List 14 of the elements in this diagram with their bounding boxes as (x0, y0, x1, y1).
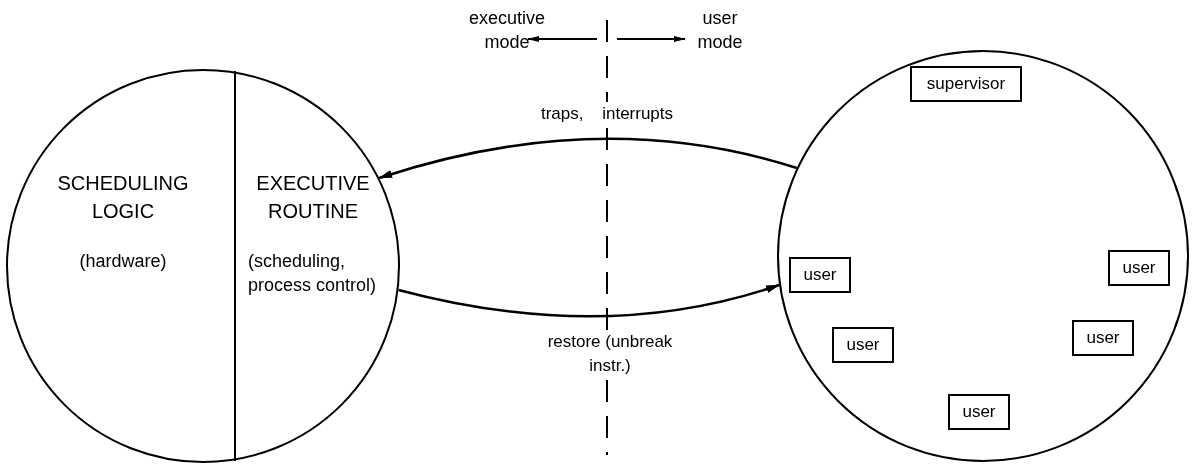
mode-label: user mode (696, 7, 744, 54)
heading-text: EXECUTIVE ROUTINE (255, 171, 371, 224)
note-text: (scheduling, process control) (248, 250, 378, 297)
note-text: (hardware) (78, 250, 168, 273)
arrow (378, 137, 798, 180)
heading-text: SCHEDULING LOGIC (56, 171, 190, 224)
process-box: supervisor (910, 66, 1022, 102)
process-box: user (948, 394, 1010, 430)
process-box: user (1108, 250, 1170, 286)
process-box: user (789, 257, 851, 293)
process-box: user (832, 327, 894, 363)
process-box: user (1072, 320, 1134, 356)
arrow (398, 283, 780, 318)
mode-label: executive mode (467, 7, 546, 54)
